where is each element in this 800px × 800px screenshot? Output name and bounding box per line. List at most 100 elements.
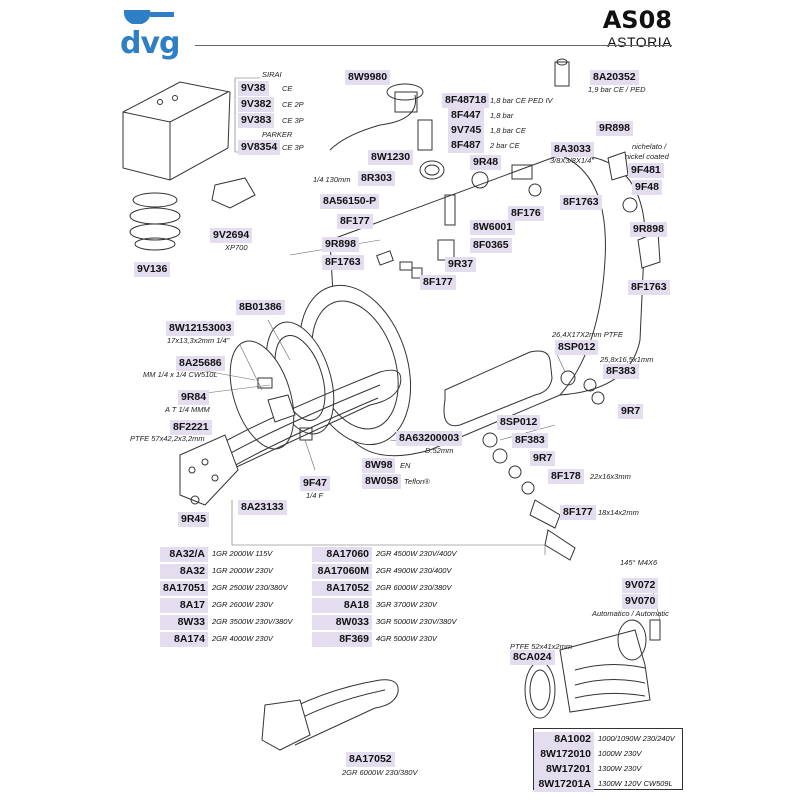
part-9r898-b[interactable]: 9R898 <box>596 121 633 136</box>
part-code[interactable]: 8F369 <box>312 632 372 647</box>
part-code[interactable]: 8W172010 <box>534 747 594 762</box>
part-code[interactable]: 8A17051 <box>160 581 208 596</box>
part-9v383[interactable]: 9V383 <box>238 113 275 128</box>
part-8f177-b[interactable]: 8F177 <box>420 275 456 290</box>
part-code[interactable]: 8W17201A <box>534 777 594 792</box>
part-8f2221[interactable]: 8F2221 <box>170 420 212 435</box>
part-8a20352[interactable]: 8A20352 <box>590 70 639 85</box>
part-8w1230[interactable]: 8W1230 <box>368 150 414 165</box>
part-8w6001[interactable]: 8W6001 <box>470 220 516 235</box>
header-divider <box>195 45 672 46</box>
element-head <box>179 434 239 506</box>
part-9r7-a[interactable]: 9R7 <box>618 404 644 419</box>
part-code[interactable]: 8A17060 <box>312 547 372 562</box>
part-8sp012-a[interactable]: 8SP012 <box>555 340 599 355</box>
part-8b01386[interactable]: 8B01386 <box>236 300 285 315</box>
part-code[interactable]: 8W33 <box>160 615 208 630</box>
note-145-m4x6: 145° M4X6 <box>620 558 658 567</box>
pressurestat-box <box>122 81 231 181</box>
part-code[interactable]: 8A17060M <box>312 564 372 579</box>
element-6000w <box>269 679 399 746</box>
part-code[interactable]: 8A174 <box>160 632 208 647</box>
part-8f0365[interactable]: 8F0365 <box>470 238 512 253</box>
vacuum-valve <box>554 61 570 87</box>
part-8a23133[interactable]: 8A23133 <box>238 500 287 515</box>
part-8w9980[interactable]: 8W9980 <box>345 70 391 85</box>
part-8f383-a[interactable]: 8F383 <box>603 364 639 379</box>
part-8f177-a[interactable]: 8F177 <box>337 214 373 229</box>
part-8r303[interactable]: 8R303 <box>358 171 395 186</box>
part-8f487[interactable]: 8F487 <box>448 138 484 153</box>
part-9v072[interactable]: 9V072 <box>622 578 659 593</box>
part-8a25686[interactable]: 8A25686 <box>176 356 225 371</box>
part-8f1763-b[interactable]: 8F1763 <box>560 195 602 210</box>
part-8f178[interactable]: 8F178 <box>548 469 584 484</box>
part-8a56150-p[interactable]: 8A56150-P <box>320 194 380 209</box>
part-8sp012-b[interactable]: 8SP012 <box>497 415 541 430</box>
part-8w12153003[interactable]: 8W12153003 <box>166 321 235 336</box>
model-title: AS08 <box>602 6 672 34</box>
part-9r898-a[interactable]: 9R898 <box>322 237 359 252</box>
brand-logo: dvg <box>120 6 190 61</box>
part-9f481[interactable]: 9F481 <box>628 163 664 178</box>
part-code[interactable]: 8A1002 <box>534 732 594 747</box>
table-row: 8A17 2GR 2600W 230V <box>160 598 273 613</box>
part-8w98[interactable]: 8W98 <box>362 458 396 473</box>
part-code[interactable]: 8A32 <box>160 564 208 579</box>
note-8w058: Teflon® <box>404 477 430 486</box>
part-8f177-c[interactable]: 8F177 <box>560 505 596 520</box>
part-9f47[interactable]: 9F47 <box>300 476 330 491</box>
note-8a17052-b: 2GR 6000W 230/380V <box>342 768 418 777</box>
part-code[interactable]: 8A18 <box>312 598 372 613</box>
part-code[interactable]: 8A32/A <box>160 547 208 562</box>
part-9r898-c[interactable]: 9R898 <box>630 222 667 237</box>
part-8f1763-a[interactable]: 8F1763 <box>322 255 364 270</box>
part-9r37[interactable]: 9R37 <box>445 257 477 272</box>
part-9v136[interactable]: 9V136 <box>134 262 171 277</box>
part-8f1763-c[interactable]: 8F1763 <box>628 280 670 295</box>
part-code[interactable]: 8W17201 <box>534 762 594 777</box>
part-9v38[interactable]: 9V38 <box>238 81 269 96</box>
part-9r7-b[interactable]: 9R7 <box>530 451 556 466</box>
part-8f447[interactable]: 8F447 <box>448 108 484 123</box>
note-9v382: CE 2P <box>282 100 304 109</box>
part-code[interactable]: 8W033 <box>312 615 372 630</box>
part-9r48[interactable]: 9R48 <box>470 155 502 170</box>
part-code[interactable]: 8A17 <box>160 598 208 613</box>
part-description: 1GR 2000W 230V <box>212 566 273 575</box>
part-9r45[interactable]: 9R45 <box>178 512 210 527</box>
part-8a3033[interactable]: 8A3033 <box>551 142 594 157</box>
part-9v382[interactable]: 9V382 <box>238 97 275 112</box>
part-8w058[interactable]: 8W058 <box>362 474 402 489</box>
part-8a63200003[interactable]: 8A63200003 <box>396 431 463 446</box>
part-8f176[interactable]: 8F176 <box>508 206 544 221</box>
table-row: 8W17201A 1300W 120V CW509L <box>534 774 673 792</box>
side-manifold <box>443 350 553 427</box>
part-9v745[interactable]: 9V745 <box>448 123 485 138</box>
part-8ca024[interactable]: 8CA024 <box>510 650 555 665</box>
note-8f2221: PTFE 57x42,2x3,2mm <box>130 434 205 443</box>
part-description: 1300W 120V CW509L <box>598 779 673 788</box>
part-9v2694[interactable]: 9V2694 <box>210 228 253 243</box>
note-8a25686: MM 1/4 x 1/4 CW510L <box>143 370 218 379</box>
note-nichelato: nichelato / <box>632 142 667 151</box>
part-description: 2GR 2500W 230/380V <box>212 583 288 592</box>
part-code[interactable]: 8A17052 <box>312 581 372 596</box>
part-9f48[interactable]: 9F48 <box>632 180 662 195</box>
part-9v070[interactable]: 9V070 <box>622 594 659 609</box>
part-9r84[interactable]: 9R84 <box>178 390 210 405</box>
note-9v38: CE <box>282 84 293 93</box>
part-9v8354[interactable]: 9V8354 <box>238 140 281 155</box>
part-8f48718[interactable]: 8F48718 <box>442 93 490 108</box>
part-8a17052-b[interactable]: 8A17052 <box>346 752 395 767</box>
part-description: 2GR 2600W 230V <box>212 600 273 609</box>
part-8f383-b[interactable]: 8F383 <box>512 433 548 448</box>
